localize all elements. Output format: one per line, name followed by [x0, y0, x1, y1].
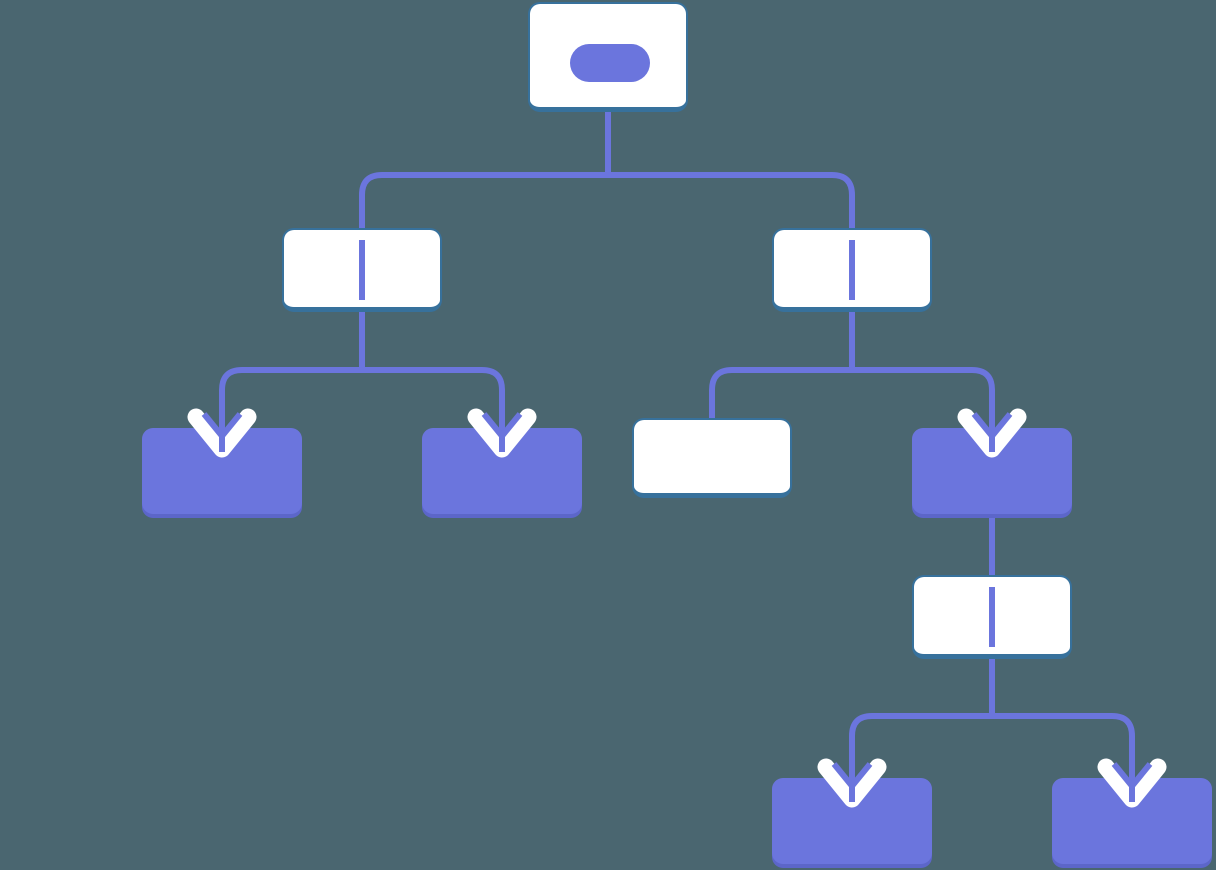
edge-l1-right-to-l2-d — [852, 367, 995, 452]
edge-l1-left-to-l2-b — [362, 367, 505, 452]
node-root[interactable] — [528, 2, 688, 112]
edge-root-to-l1-right — [608, 172, 855, 232]
edge-l1-left-to-l2-a — [219, 367, 362, 452]
edge-root-to-l1-left — [359, 172, 608, 232]
node-level2-d[interactable] — [912, 428, 1072, 514]
node-level2-a[interactable] — [142, 428, 302, 514]
node-level2-c[interactable] — [632, 418, 792, 498]
edge-l1-right-to-l2-c — [709, 367, 852, 422]
node-level4-right[interactable] — [1052, 778, 1212, 864]
node-level1-right[interactable] — [772, 228, 932, 312]
node-level4-left[interactable] — [772, 778, 932, 864]
node-level2-b[interactable] — [422, 428, 582, 514]
edge-l3-to-l4-right — [992, 713, 1135, 802]
node-level3[interactable] — [912, 575, 1072, 659]
node-level1-left[interactable] — [282, 228, 442, 312]
edge-l3-to-l4-left — [849, 713, 992, 802]
node-root-pill-icon — [570, 44, 650, 82]
